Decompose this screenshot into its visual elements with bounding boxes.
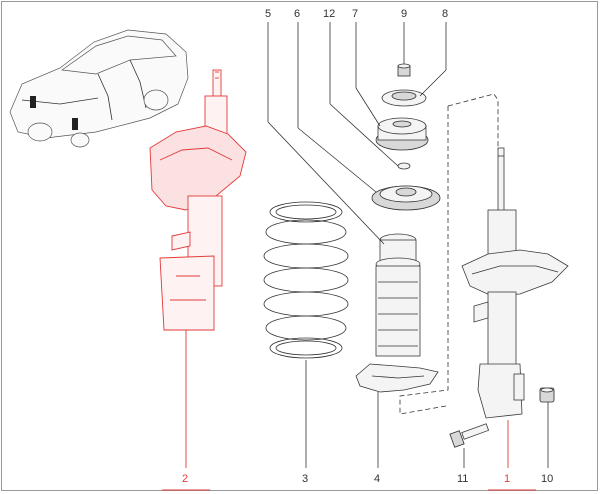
callout-10: 10: [541, 473, 553, 485]
callout-1: 1: [504, 473, 510, 485]
front-left-marker: [30, 96, 36, 108]
strut-mount: [375, 117, 429, 151]
guide-line-left: [399, 106, 449, 415]
strut-assembly-left: [149, 69, 247, 331]
callout-5: 5: [265, 8, 271, 20]
callout-11: 11: [457, 473, 468, 485]
callout-4: 4: [374, 473, 380, 485]
callout-9: 9: [401, 8, 407, 20]
mount-bearing: [381, 89, 427, 107]
guide-line-top: [447, 93, 499, 150]
dust-boot: [375, 233, 421, 357]
bolt: [449, 423, 490, 448]
vehicle-locator-illustration: [9, 29, 189, 148]
callout-8: 8: [442, 8, 448, 20]
strut-assembly-right: [461, 147, 569, 419]
callout-12: 12: [323, 8, 335, 20]
top-nut: [397, 63, 411, 77]
callout-6: 6: [294, 8, 300, 20]
front-right-marker: [72, 118, 78, 130]
callout-3: 3: [302, 473, 308, 485]
callout-7: 7: [352, 8, 358, 20]
callout-2: 2: [182, 473, 188, 485]
washer: [397, 162, 411, 170]
coil-spring: [263, 201, 349, 359]
upper-spring-seat: [371, 185, 441, 211]
lower-spring-seat: [355, 363, 439, 393]
lower-nut: [539, 387, 555, 403]
